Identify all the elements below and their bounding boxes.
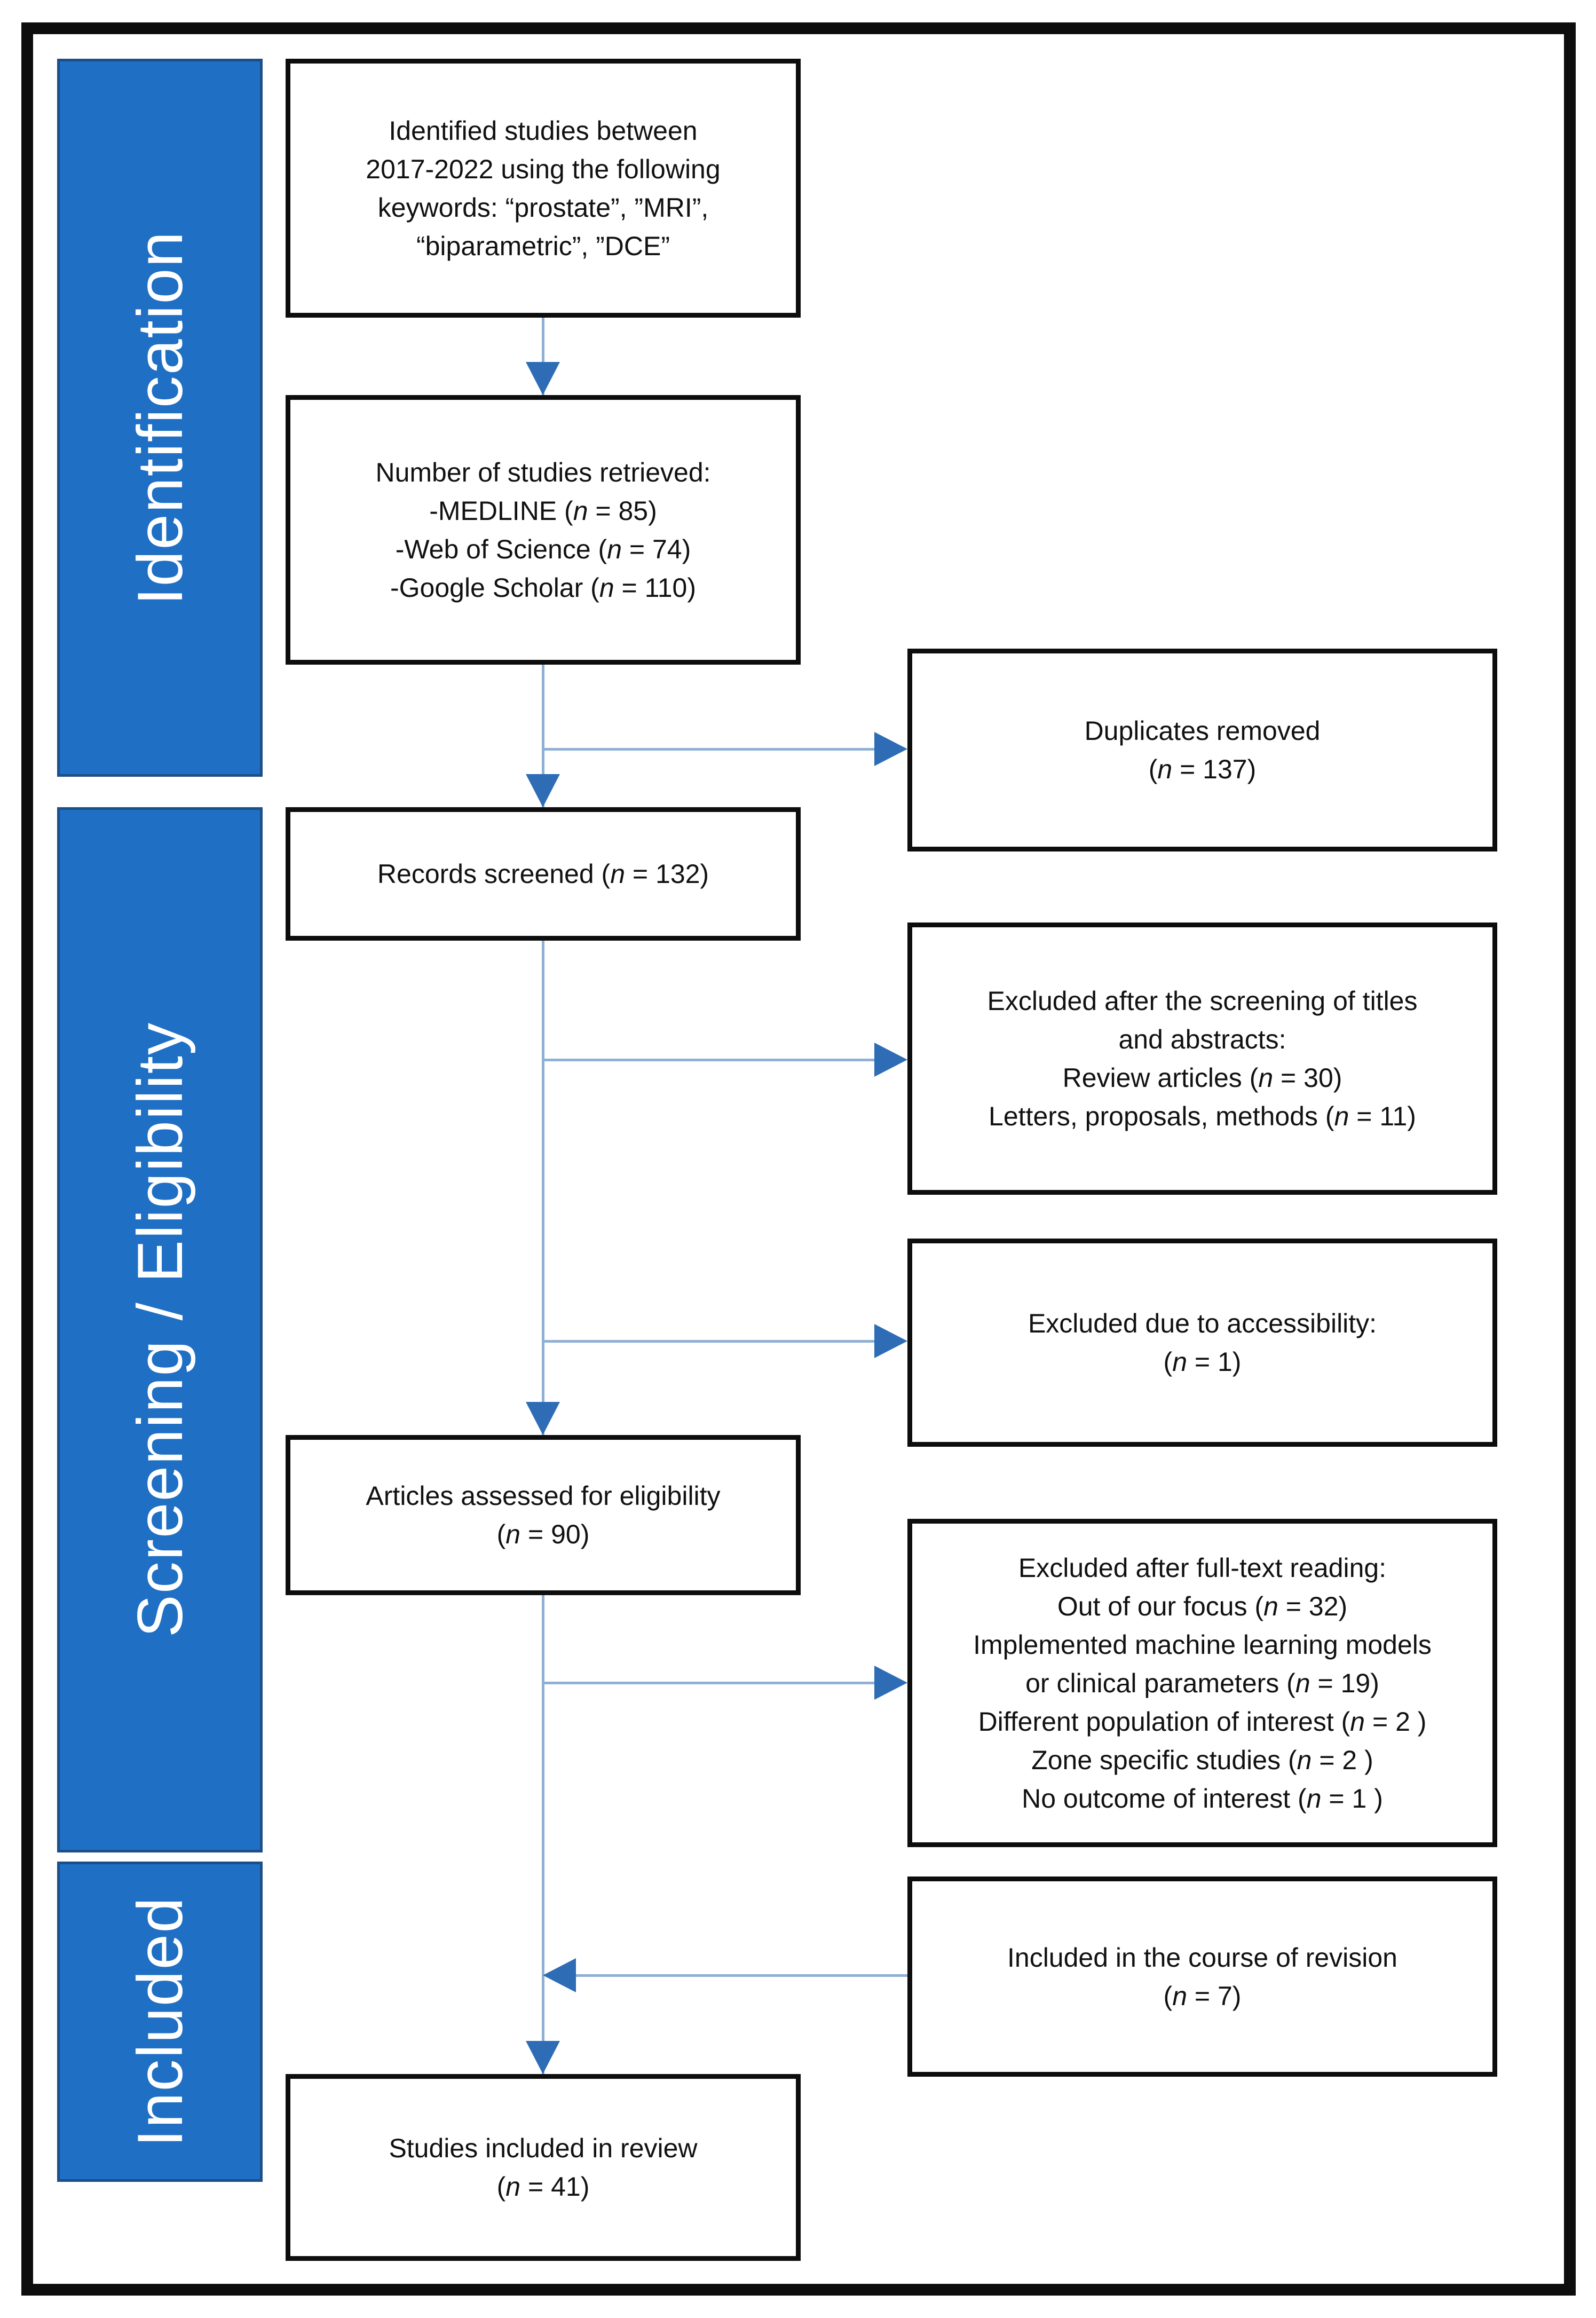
stage-bar-included: Included [57, 1862, 263, 2182]
arrow-line-to-excluded-accessibility [543, 1340, 891, 1343]
text-line: 2017-2022 using the following [366, 154, 721, 184]
text-line: Articles assessed for eligibility [366, 1481, 721, 1511]
box-records-screened: Records screened (n = 132) [286, 807, 801, 941]
text-line: Excluded due to accessibility: [1028, 1308, 1377, 1338]
text-line: (n = 1) [1163, 1347, 1242, 1377]
text-line: (n = 41) [496, 2172, 590, 2202]
text-line: Records screened (n = 132) [377, 859, 709, 889]
text-line: Number of studies retrieved: [375, 457, 711, 487]
text-line: (n = 137) [1148, 754, 1257, 784]
text-line: Duplicates removed [1084, 716, 1321, 746]
stage-label-included: Included [124, 1896, 196, 2147]
text-line: No outcome of interest (n = 1 ) [1022, 1783, 1383, 1814]
arrowhead-right-icon [874, 1666, 907, 1700]
text-line: (n = 90) [496, 1519, 590, 1549]
text-line: Letters, proposals, methods (n = 11) [989, 1101, 1416, 1131]
arrow-line-screened-to-assessed [542, 941, 544, 1435]
arrowhead-right-icon [874, 732, 907, 766]
arrowhead-down-icon [526, 362, 560, 395]
text-line: -MEDLINE (n = 85) [429, 495, 657, 526]
arrow-line-assessed-to-included [542, 1595, 544, 2074]
arrow-line-to-excluded-screening [543, 1059, 891, 1061]
text-line: -Web of Science (n = 74) [395, 534, 691, 564]
arrowhead-left-icon [543, 1958, 576, 1992]
text-line: Identified studies between [389, 115, 698, 146]
arrow-line-identified-to-retrieved [542, 318, 544, 395]
stage-label-screening-eligibility: Screening / Eligibility [124, 1022, 196, 1638]
box-excluded-accessibility: Excluded due to accessibility: (n = 1) [907, 1239, 1497, 1447]
text-line: Excluded after the screening of titles [987, 986, 1418, 1016]
stage-bar-screening-eligibility: Screening / Eligibility [57, 807, 263, 1852]
stage-label-identification: Identification [124, 230, 196, 605]
box-studies-included: Studies included in review (n = 41) [286, 2074, 801, 2261]
box-studies-retrieved: Number of studies retrieved: -MEDLINE (n… [286, 395, 801, 665]
text-line: or clinical parameters (n = 19) [1025, 1668, 1379, 1698]
box-excluded-fulltext: Excluded after full-text reading: Out of… [907, 1519, 1497, 1847]
text-line: -Google Scholar (n = 110) [390, 572, 697, 603]
arrowhead-right-icon [874, 1324, 907, 1358]
arrow-line-to-duplicates [543, 748, 891, 751]
text-line: Implemented machine learning models [973, 1629, 1432, 1660]
arrow-line-retrieved-to-screened [542, 665, 544, 807]
box-excluded-screening: Excluded after the screening of titles a… [907, 923, 1497, 1195]
arrowhead-down-icon [526, 774, 560, 807]
arrowhead-right-icon [874, 1043, 907, 1077]
text-line: Out of our focus (n = 32) [1057, 1591, 1348, 1621]
text-line: “biparametric”, ”DCE” [416, 231, 670, 261]
stage-bar-identification: Identification [57, 59, 263, 777]
text-line: Review articles (n = 30) [1062, 1063, 1342, 1093]
arrowhead-down-icon [526, 1402, 560, 1435]
arrowhead-down-icon [526, 2041, 560, 2074]
box-articles-assessed: Articles assessed for eligibility (n = 9… [286, 1435, 801, 1595]
text-line: (n = 7) [1163, 1981, 1242, 2011]
text-line: keywords: “prostate”, ”MRI”, [377, 192, 709, 223]
text-line: Studies included in review [389, 2133, 698, 2163]
text-line: Zone specific studies (n = 2 ) [1031, 1745, 1373, 1775]
box-duplicates-removed: Duplicates removed (n = 137) [907, 649, 1497, 851]
box-identified-studies: Identified studies between 2017-2022 usi… [286, 59, 801, 318]
text-line: Excluded after full-text reading: [1018, 1552, 1387, 1583]
text-line: Included in the course of revision [1007, 1942, 1397, 1973]
text-line: Different population of interest (n = 2 … [978, 1706, 1427, 1737]
text-line: and abstracts: [1118, 1024, 1286, 1054]
box-included-revision: Included in the course of revision (n = … [907, 1877, 1497, 2077]
arrow-line-to-excluded-fulltext [543, 1682, 891, 1684]
arrow-line-from-included-revision [559, 1974, 907, 1977]
